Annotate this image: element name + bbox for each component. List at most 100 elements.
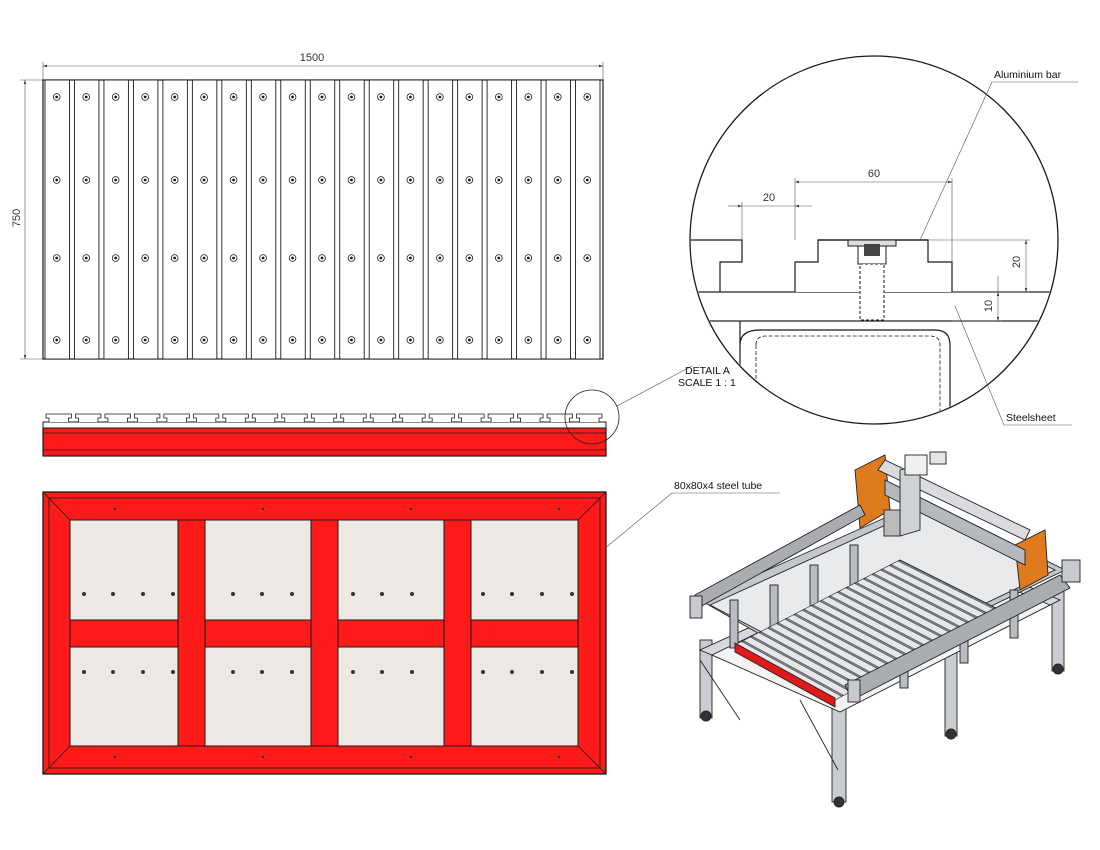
bolt-hole-center xyxy=(438,95,442,99)
bolt-hole-center xyxy=(84,256,88,260)
detail-title: DETAIL A xyxy=(685,365,730,377)
bolt-hole-center xyxy=(114,178,118,182)
side-bar-profile xyxy=(163,413,190,422)
bolt-hole-center xyxy=(202,95,206,99)
dim-slot-gap: 20 xyxy=(763,192,775,204)
bolt-hole-center xyxy=(114,338,118,342)
bolt-hole-center xyxy=(143,338,147,342)
aluminium-bar xyxy=(162,79,188,360)
bolt-hole-center xyxy=(438,178,442,182)
side-bar-profile xyxy=(192,413,220,422)
cross-tube-horizontal xyxy=(69,619,179,648)
aluminium-bar xyxy=(575,79,601,360)
bolt-hole-center xyxy=(438,256,442,260)
bolt-hole-center xyxy=(350,178,353,182)
panel-hole xyxy=(260,592,264,596)
panel-hole xyxy=(231,592,235,596)
bolt-hole-center xyxy=(585,95,589,99)
bolt-hole-center xyxy=(291,338,294,342)
dim-sheet-thickness: 10 xyxy=(983,300,995,312)
panel-hole xyxy=(141,592,145,596)
bolt-hole-center xyxy=(497,256,501,260)
side-bar-profile xyxy=(251,413,279,422)
bolt-hole-center xyxy=(202,256,206,260)
bolt-hole-center xyxy=(55,338,59,342)
bolt-hole-center xyxy=(291,95,294,99)
frame-dot xyxy=(557,755,561,759)
panel-hole xyxy=(410,670,414,674)
bolt-hole-center xyxy=(585,178,589,182)
bolt-hole-center xyxy=(84,178,88,182)
bolt-hole-center xyxy=(526,178,530,182)
dim-bar-width: 60 xyxy=(868,168,880,180)
cross-tube-vertical xyxy=(310,519,339,747)
frame-dot xyxy=(409,507,413,511)
bolt-hole-center xyxy=(409,178,412,182)
bolt-hole-center xyxy=(556,338,560,342)
bolt-hole-center xyxy=(232,256,235,260)
panel-hole xyxy=(290,670,294,674)
bolt-hole-center xyxy=(55,256,59,260)
bolt-hole-center xyxy=(261,256,265,260)
dimension-width: 1500 xyxy=(300,52,324,64)
side-bar-profile xyxy=(458,413,485,422)
aluminium-bar xyxy=(516,79,542,360)
aluminium-bar xyxy=(368,79,395,360)
aluminium-bar xyxy=(309,79,336,360)
bolt-hole-center xyxy=(350,95,353,99)
cross-tube-vertical xyxy=(177,519,206,747)
cross-tube-horizontal xyxy=(337,619,445,648)
bolt-hole-center xyxy=(202,178,206,182)
bolt-hole-center xyxy=(409,338,412,342)
panel-hole xyxy=(171,670,175,674)
bolt-hole-center xyxy=(232,338,235,342)
frame-dot xyxy=(557,507,561,511)
bolt-hole-center xyxy=(379,95,383,99)
bolt-hole-center xyxy=(320,256,324,260)
aluminium-bar xyxy=(457,79,483,360)
bolt-hole-center xyxy=(467,95,471,99)
detail-scale: SCALE 1 : 1 xyxy=(678,377,736,389)
bolt-hole-center xyxy=(526,338,530,342)
bolt-hole-center xyxy=(497,178,501,182)
bolt-hole-center xyxy=(467,178,471,182)
bolt-hole-center xyxy=(291,178,294,182)
bolt-hole-center xyxy=(173,95,177,99)
bolt-hole-center xyxy=(556,178,560,182)
panel-hole xyxy=(111,592,115,596)
bolt-hole-center xyxy=(556,256,560,260)
side-bar-profile xyxy=(487,413,514,422)
frame-dot xyxy=(113,755,117,759)
top-view: 1500 750 xyxy=(11,52,604,360)
bolt-hole-center xyxy=(84,338,88,342)
panel-hole xyxy=(510,670,514,674)
aluminium-bar xyxy=(74,79,100,360)
bolt-hole-center xyxy=(114,256,118,260)
aluminium-bar xyxy=(427,79,454,360)
bolt-hole-center xyxy=(526,256,530,260)
panel-hole xyxy=(570,592,574,596)
bolt-hole-center xyxy=(55,95,59,99)
side-bar-profile xyxy=(281,413,308,422)
bolt-hole-center xyxy=(438,338,442,342)
bolt-hole-center xyxy=(585,256,589,260)
side-bar-profile xyxy=(75,413,102,422)
bolt-hole-center xyxy=(143,95,147,99)
bolt-hole-center xyxy=(261,178,265,182)
bolt-hole-center xyxy=(526,95,530,99)
panel-hole xyxy=(510,592,514,596)
side-bar-profile xyxy=(369,413,397,422)
frame-dot xyxy=(261,755,265,759)
bolt-hole-center xyxy=(84,95,88,99)
side-bar-profile xyxy=(104,413,131,422)
panel-hole xyxy=(380,670,384,674)
side-bar-profile xyxy=(45,413,72,422)
side-steelsheet xyxy=(42,421,607,429)
panel-hole xyxy=(260,670,264,674)
bolt-hole-center xyxy=(143,178,147,182)
panel-hole xyxy=(351,592,355,596)
panel-hole xyxy=(540,670,544,674)
bolt-hole-center xyxy=(173,338,177,342)
cross-tube-vertical xyxy=(443,519,472,747)
bolt-hole-center xyxy=(232,178,235,182)
